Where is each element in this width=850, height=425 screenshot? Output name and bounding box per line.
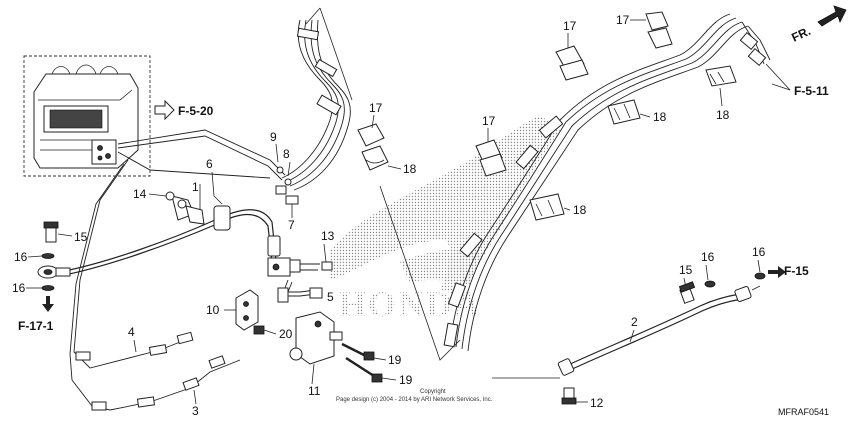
part-label-18-mid[interactable]: 18 bbox=[403, 162, 417, 176]
abs-modulator-box bbox=[23, 55, 151, 177]
brake-pipe-4 bbox=[75, 331, 194, 361]
part-label-15-left[interactable]: 15 bbox=[74, 230, 88, 244]
part-label-6[interactable]: 6 bbox=[206, 157, 213, 171]
brake-pipe-3 bbox=[91, 355, 226, 411]
part-label-8[interactable]: 8 bbox=[283, 147, 290, 161]
part-label-16-left-upper[interactable]: 16 bbox=[14, 250, 28, 264]
clamp-18-top-right bbox=[705, 65, 737, 87]
part-label-2[interactable]: 2 bbox=[631, 315, 638, 329]
right-arrow-icon bbox=[768, 266, 786, 278]
part-label-3[interactable]: 3 bbox=[192, 404, 199, 418]
part-label-11[interactable]: 11 bbox=[308, 384, 321, 398]
brake-pipe-5 bbox=[277, 279, 323, 303]
bolt-19-lower bbox=[345, 356, 383, 383]
bolt-19-upper bbox=[341, 342, 375, 361]
part-label-18-low-right[interactable]: 18 bbox=[573, 203, 587, 217]
joint-11 bbox=[289, 311, 343, 365]
part-label-20[interactable]: 20 bbox=[279, 327, 293, 341]
part-label-17-upper[interactable]: 17 bbox=[563, 19, 577, 33]
part-label-18-top-right[interactable]: 18 bbox=[716, 108, 730, 122]
clamp-17-18-mid bbox=[357, 123, 389, 171]
part-label-5[interactable]: 5 bbox=[327, 290, 334, 304]
banjo-bolt-15-left bbox=[43, 221, 59, 243]
clamp-17-top-right bbox=[645, 11, 673, 49]
ref-arrow-icon bbox=[154, 99, 175, 121]
joint-13 bbox=[267, 257, 301, 277]
part-label-16-right-a[interactable]: 16 bbox=[701, 250, 715, 264]
ref-f-17-1[interactable]: F-17-1 bbox=[18, 319, 54, 333]
abs-modulator bbox=[33, 64, 139, 169]
part-label-15-right[interactable]: 15 bbox=[679, 263, 693, 277]
bolt-12 bbox=[561, 387, 577, 405]
part-label-12[interactable]: 12 bbox=[590, 396, 604, 410]
part-label-9[interactable]: 9 bbox=[270, 130, 277, 144]
down-arrow-icon bbox=[42, 296, 54, 312]
pipe-bundle-upper bbox=[281, 19, 351, 191]
part-label-4[interactable]: 4 bbox=[128, 325, 135, 339]
diagram-code: MFRAF0541 bbox=[778, 407, 829, 417]
part-label-1[interactable]: 1 bbox=[192, 180, 199, 194]
ref-f-5-11[interactable]: F-5-11 bbox=[794, 84, 829, 98]
part-label-10[interactable]: 10 bbox=[206, 303, 220, 317]
clamp-18-mid-right bbox=[607, 99, 641, 125]
part-label-17-mid[interactable]: 17 bbox=[369, 101, 383, 115]
front-arrow-icon bbox=[817, 5, 847, 27]
part-label-17-top[interactable]: 17 bbox=[616, 13, 630, 27]
front-direction-label: FR. bbox=[789, 24, 812, 45]
part-label-17-right[interactable]: 17 bbox=[482, 114, 496, 128]
banjo-fitting-left bbox=[37, 265, 71, 279]
part-label-19-lower[interactable]: 19 bbox=[399, 373, 413, 387]
clamp-17-mid-right bbox=[475, 139, 507, 177]
part-label-19-upper[interactable]: 19 bbox=[388, 353, 402, 367]
clamp-17-upper-right bbox=[555, 45, 589, 81]
ref-f-5-20[interactable]: F-5-20 bbox=[178, 104, 214, 118]
banjo-bolt-15-right bbox=[678, 281, 696, 304]
part-label-16-right-b[interactable]: 16 bbox=[752, 245, 766, 259]
bracket-10 bbox=[235, 289, 259, 331]
part-label-14[interactable]: 14 bbox=[133, 187, 147, 201]
part-label-7[interactable]: 7 bbox=[288, 218, 295, 232]
ref-f-15[interactable]: F-15 bbox=[784, 264, 809, 278]
part-label-16-left-lower[interactable]: 16 bbox=[12, 281, 26, 295]
copyright-line-2: Page design (c) 2004 - 2014 by ARI Netwo… bbox=[336, 397, 493, 403]
copyright-line-1: Copyright bbox=[420, 389, 446, 395]
hose-clamp-1 bbox=[171, 195, 205, 225]
part-label-13[interactable]: 13 bbox=[321, 229, 335, 243]
brake-hose-6 bbox=[59, 205, 281, 277]
pipe-bundle-right bbox=[443, 13, 771, 352]
clamp-18-low-right bbox=[529, 193, 565, 221]
brake-hose-2 bbox=[557, 285, 761, 376]
part-label-18-mid-right[interactable]: 18 bbox=[653, 110, 667, 124]
